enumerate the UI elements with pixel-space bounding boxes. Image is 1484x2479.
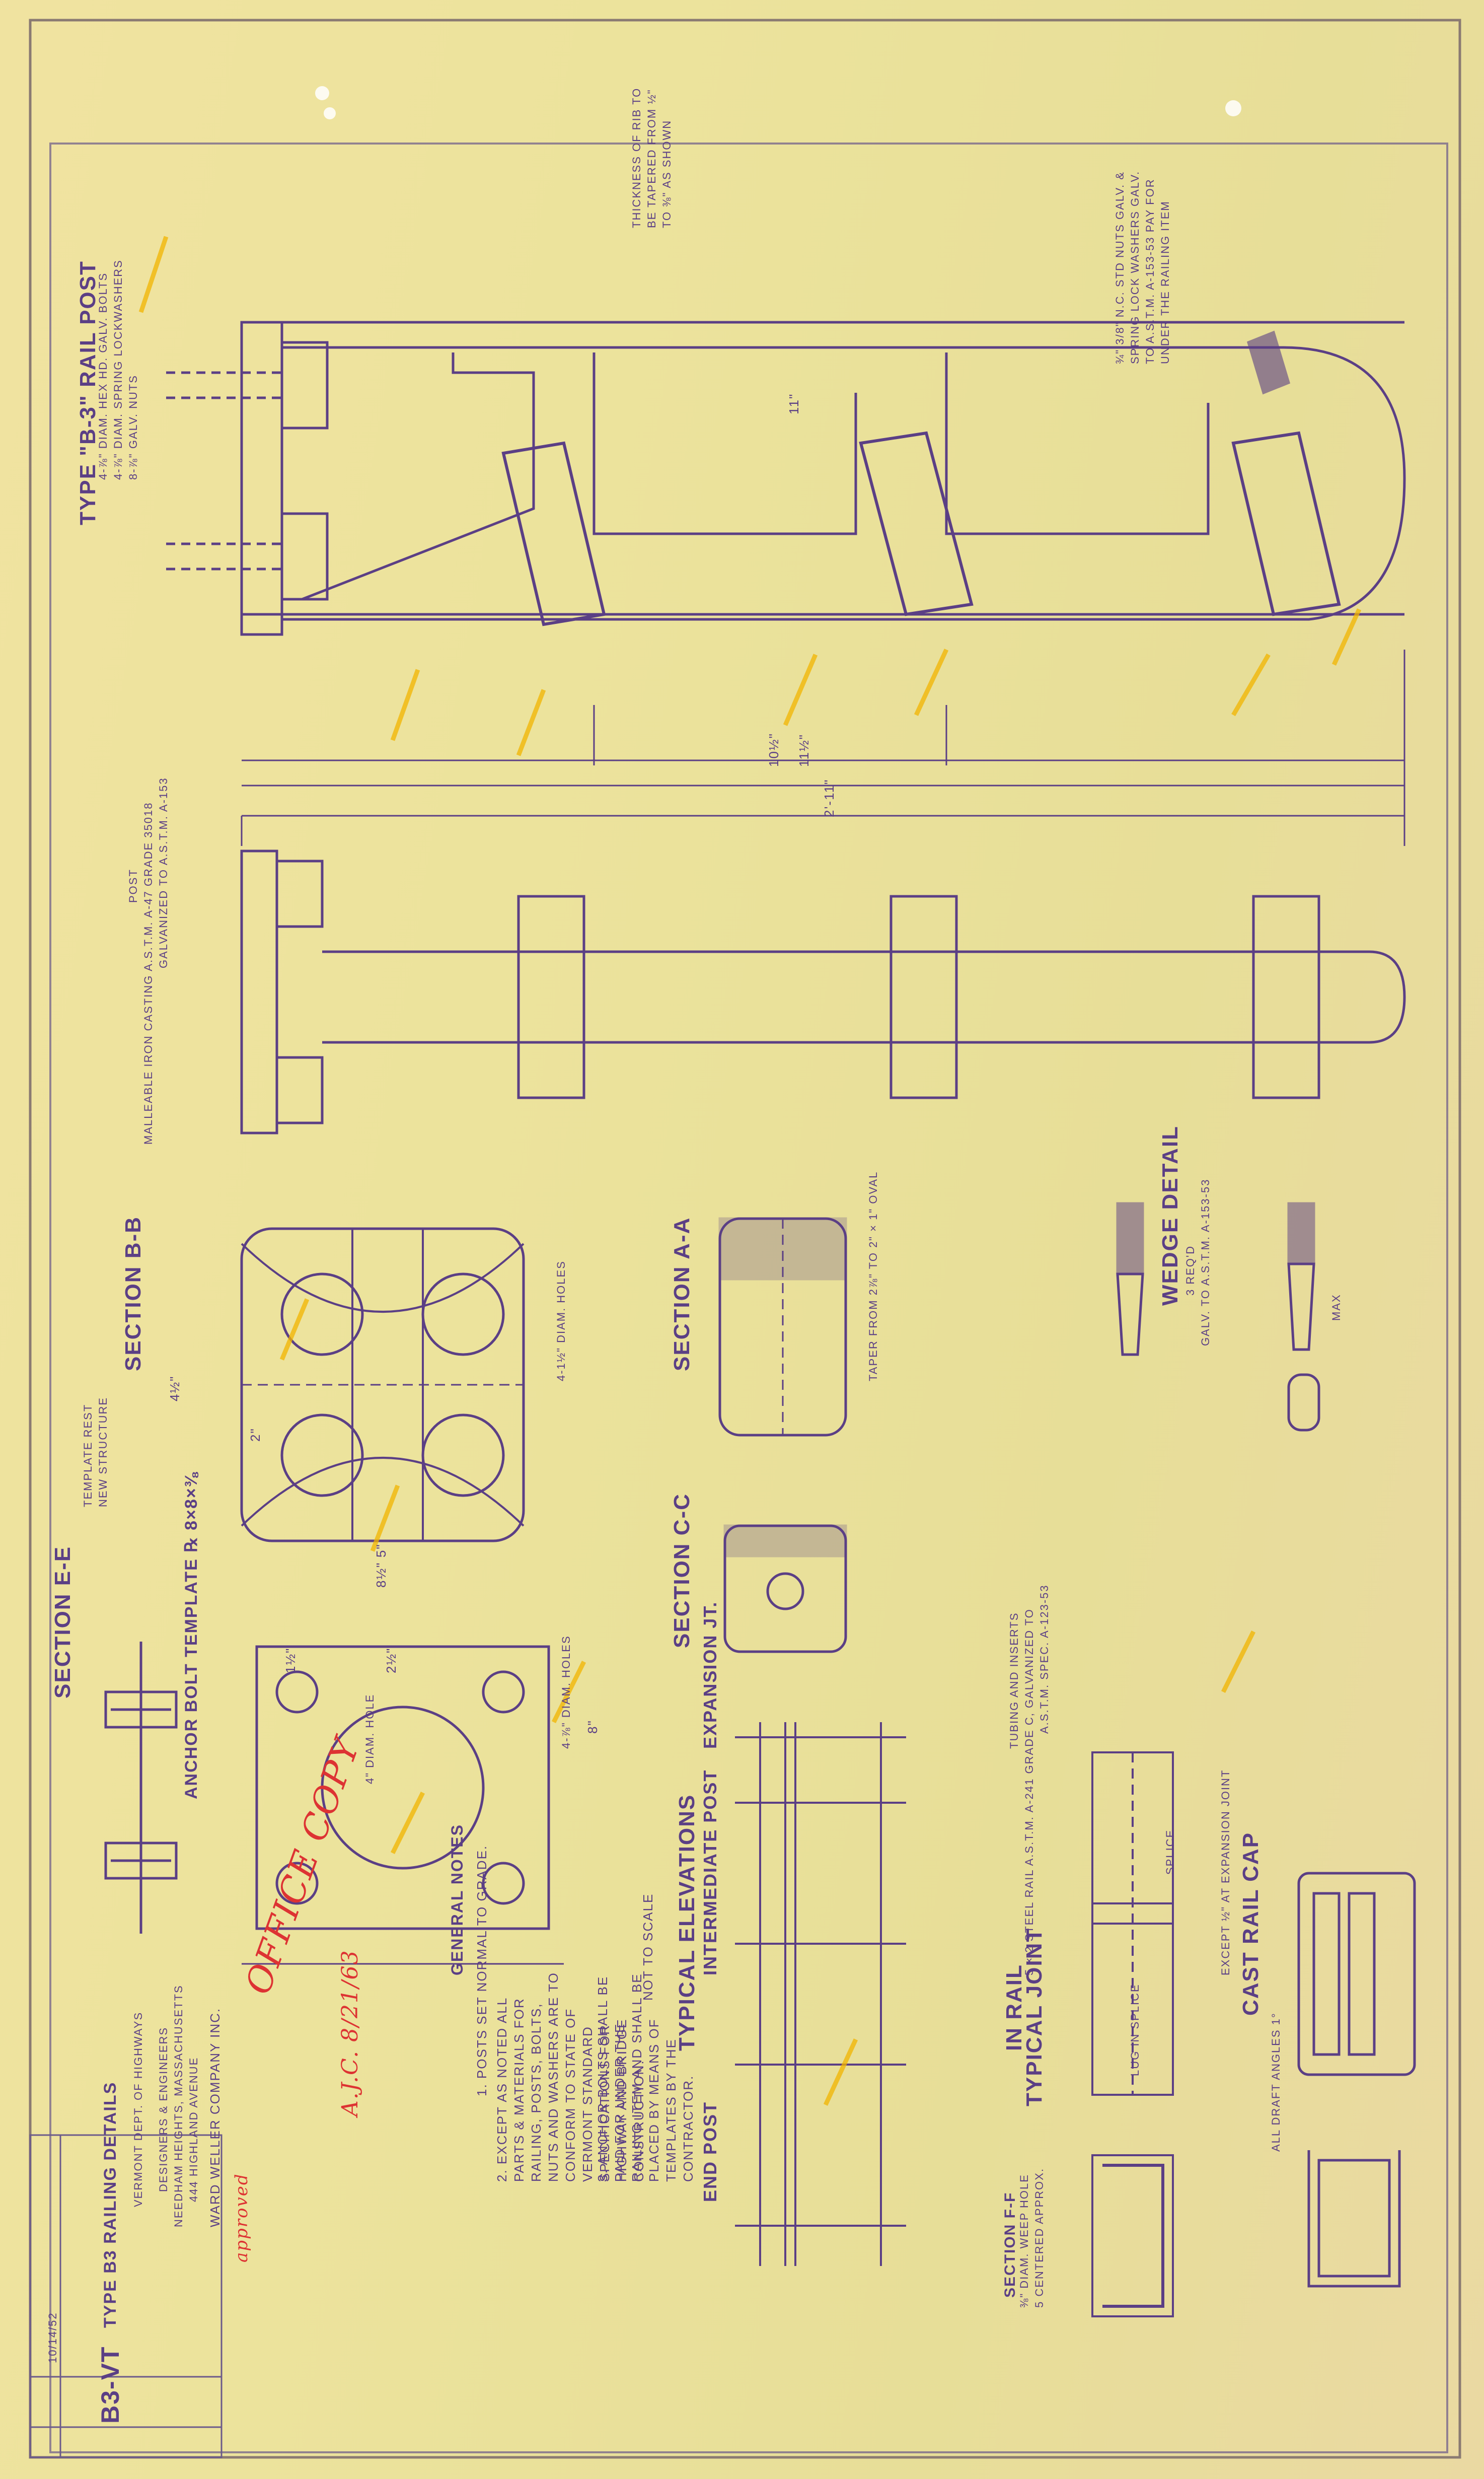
note-nuts-washers: ¾" 3/8" N.C. STD NUTS GALV. & SPRING LOC… (1114, 170, 1171, 364)
note-except-joint: EXCEPT ½" AT EXPANSION JOINT (1219, 1769, 1232, 1975)
dim-8: 8" (585, 1720, 600, 1734)
general-note-1: 1. POSTS SET NORMAL TO GRADE. (474, 1845, 489, 2096)
note-max: MAX (1330, 1294, 1343, 1321)
dim-4-5: 4½" (167, 1375, 182, 1401)
note-diam-hole: 4" DIAM. HOLE (363, 1693, 376, 1784)
section-bb-drawing (240, 1227, 525, 1542)
title-section-aa: SECTION A-A (670, 1217, 694, 1371)
wedge-detail-drawing (1116, 1202, 1320, 1432)
note-bolts-1: 4-⅞" DIAM. HEX HD. GALV. BOLTS (97, 272, 109, 480)
stamp-approved: approved (232, 2173, 252, 2262)
title-section-bb: SECTION B-B (121, 1216, 145, 1371)
title-section-cc: SECTION C-C (670, 1493, 694, 1648)
note-bolts-2: 4-⅞" DIAM. SPRING LOCKWASHERS (112, 259, 124, 480)
dim-8-5: 8½" (374, 1562, 389, 1588)
section-ee-drawing (104, 1642, 178, 1934)
dim-5: 5" (374, 1543, 389, 1557)
dim-2-11: 2'-11" (822, 778, 837, 817)
note-tubing-1: TUBING AND INSERTS (1008, 1612, 1020, 1749)
section-aa-drawing (718, 1217, 847, 1437)
note-bolts-3: 8-⅞" GALV. NUTS (127, 375, 139, 480)
note-draft-angles: ALL DRAFT ANGLES 1° (1270, 2012, 1282, 2152)
note-tubing-2: 5 × 2 STEEL RAIL A.S.T.M. A-241 GRADE C,… (1023, 1608, 1035, 1975)
tb-city: NEEDHAM HEIGHTS, MASSACHUSETTS (172, 1985, 185, 2227)
note-anchor-holes: 4-⅞" DIAM. HOLES (560, 1635, 572, 1749)
note-wedge-galv: GALV. TO A.S.T.M. A-153-53 (1199, 1178, 1212, 1346)
note-template-1: TEMPLATE REST (82, 1403, 94, 1507)
stamp-signature: A.J.C. 8/21/63 (337, 1949, 363, 2116)
title-anchor-template: ANCHOR BOLT TEMPLATE ℞ 8×8×⅜ (182, 1471, 201, 1799)
tb-dept: VERMONT DEPT. OF HIGHWAYS (132, 2011, 144, 2207)
note-taper: TAPER FROM 2⅞" TO 2" × 1" OVAL (867, 1171, 879, 1381)
post-front-elevation (240, 849, 1406, 1135)
typical-elevations-drawing (735, 1722, 906, 2266)
dim-2-5: 2½" (384, 1647, 399, 1673)
anchor-template-drawing (242, 1645, 564, 1965)
title-wedge-detail: WEDGE DETAIL (1158, 1125, 1182, 1306)
general-note-3: 3. ANCHOR BOLTS SHALL BE PAID FOR UNDER … (595, 1973, 696, 2182)
title-block-frame (29, 2134, 222, 2458)
tb-engineers: DESIGNERS & ENGINEERS (157, 2026, 170, 2192)
note-wedge-reqd: 3 REQ'D (1184, 1245, 1197, 1296)
note-rib-1: THICKNESS OF RIB TO (630, 87, 643, 228)
dim-11: 11" (786, 393, 801, 414)
dim-1-5: 1½" (283, 1647, 298, 1673)
title-cast-rail-cap: CAST RAIL CAP (1238, 1832, 1263, 2016)
title-general-notes: GENERAL NOTES (448, 1824, 466, 1975)
note-post-1: POST (127, 869, 139, 903)
note-template-2: NEW STRUCTURE (97, 1396, 109, 1507)
note-holes: 4-1½" DIAM. HOLES (555, 1260, 567, 1381)
note-rib-3: TO ⅜" AS SHOWN (660, 119, 673, 228)
note-post-3: GALVANIZED TO A.S.T.M. A-153 (157, 777, 170, 968)
tb-address: 444 HIGHLAND AVENUE (187, 2057, 200, 2202)
section-cc-drawing (723, 1524, 847, 1653)
dim-11-5: 11½" (796, 734, 811, 767)
rail-post-side-view (166, 321, 1406, 846)
tb-drawing-title: TYPE B3 RAILING DETAILS (101, 2081, 120, 2328)
title-section-ff: SECTION F-F (1002, 2191, 1018, 2298)
title-in-rail: IN RAIL (1002, 1964, 1026, 2051)
tb-drawing-number: B3-VT (96, 2346, 124, 2424)
note-weep-1: ⅜" DIAM. WEEP HOLE (1018, 2174, 1030, 2308)
title-end-post: END POST (700, 2101, 720, 2202)
note-post-2: MALLEABLE IRON CASTING A.S.T.M. A-47 GRA… (142, 802, 155, 1145)
note-splice: SPLICE (1164, 1829, 1176, 1875)
tb-company: WARD WELLER COMPANY INC. (207, 2007, 222, 2227)
cast-rail-cap-drawing (1297, 1872, 1416, 2288)
note-rib-2: BE TAPERED FROM ½" (645, 89, 658, 229)
title-section-ee: SECTION E-E (50, 1545, 75, 1698)
dim-10-5: 10½" (766, 733, 781, 767)
note-tubing-3: A.S.T.M. SPEC. A-123-53 (1038, 1584, 1051, 1734)
title-expansion-jt: EXPANSION JT. (700, 1601, 720, 1749)
note-weep-2: 5 CENTERED APPROX. (1033, 2167, 1046, 2308)
dim-2: 2" (248, 1428, 263, 1442)
note-lug-splice: LUG IN SPLICE (1129, 1984, 1141, 2076)
tb-date: 10/14/52 (46, 2312, 59, 2363)
typical-joint-drawing (1091, 1751, 1174, 2317)
title-intermediate-post: INTERMEDIATE POST (700, 1769, 720, 1975)
